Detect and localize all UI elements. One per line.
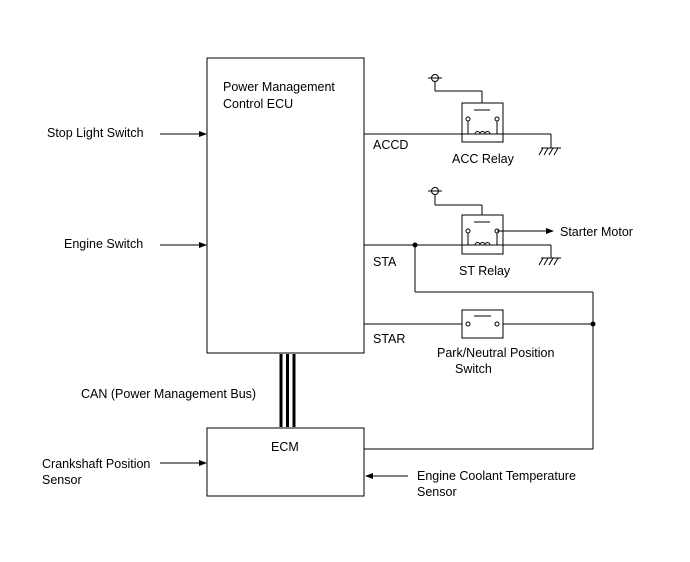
power-management-ecu: Power Management Control ECU (206, 57, 365, 354)
acc-relay-label: ACC Relay (452, 152, 515, 166)
st-relay-circuit: Starter Motor STA ST Relay (364, 187, 633, 278)
ecm: ECM (206, 427, 365, 497)
st-ground-icon (538, 257, 561, 266)
park-neutral-circuit: STAR Park/Neutral Position Switch (364, 242, 596, 450)
can-bus-label: CAN (Power Management Bus) (81, 387, 256, 401)
coolant-label-line1: Engine Coolant Temperature (417, 469, 576, 483)
ecm-title: ECM (271, 440, 299, 454)
park-switch-label-line1: Park/Neutral Position (437, 346, 554, 360)
ecu-box (206, 57, 365, 354)
coolant-sensor-input: Engine Coolant Temperature Sensor (365, 469, 576, 499)
acc-relay-circuit: ACCD ACC Relay (364, 74, 561, 166)
ecm-box (206, 427, 365, 497)
coolant-label-line2: Sensor (417, 485, 457, 499)
sta-terminal-label: STA (373, 255, 397, 269)
stop-light-switch-label: Stop Light Switch (47, 126, 144, 140)
engine-switch-label: Engine Switch (64, 237, 143, 251)
acc-relay-contact-icon (465, 109, 500, 135)
crankshaft-label-line1: Crankshaft Position (42, 457, 150, 471)
starter-motor-label: Starter Motor (560, 225, 633, 239)
star-terminal-label: STAR (373, 332, 405, 346)
ecu-title-line2: Control ECU (223, 97, 293, 111)
crankshaft-label-line2: Sensor (42, 473, 82, 487)
st-relay-contact-icon (465, 221, 500, 246)
ecu-title-line1: Power Management (223, 80, 335, 94)
can-bus: CAN (Power Management Bus) (81, 354, 296, 427)
st-power-source-icon (428, 187, 483, 215)
accd-terminal-label: ACCD (373, 138, 408, 152)
stop-light-switch-input: Stop Light Switch (47, 126, 207, 140)
crankshaft-sensor-input: Crankshaft Position Sensor (42, 457, 207, 487)
engine-switch-input: Engine Switch (64, 237, 207, 251)
st-relay-label: ST Relay (459, 264, 511, 278)
acc-power-source-icon (428, 74, 483, 103)
park-switch-label-line2: Switch (455, 362, 492, 376)
park-neutral-switch-icon (465, 315, 500, 327)
acc-ground-icon (538, 147, 561, 156)
